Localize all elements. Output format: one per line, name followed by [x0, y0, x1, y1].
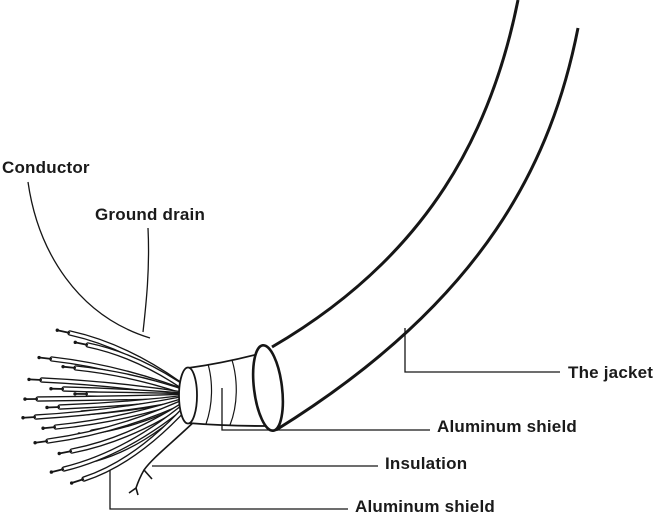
conductor-tip-end	[23, 397, 27, 401]
conductor-tip	[38, 356, 53, 360]
conductor-tip-end	[73, 392, 77, 396]
label-conductor: Conductor	[2, 158, 90, 177]
conductor-tip	[59, 450, 73, 455]
cable-jacket-outline	[271, 0, 580, 432]
leader-ground-drain	[142, 227, 150, 333]
conductor-tip-end	[61, 364, 65, 369]
leader-lines	[27, 181, 560, 510]
conductor-tip	[51, 468, 65, 473]
conductor-tip	[57, 329, 71, 334]
label-ground-drain: Ground drain	[95, 205, 206, 224]
conductor-tip-end	[69, 481, 74, 485]
jacket-edge-bottom	[275, 27, 580, 432]
shield-end-face	[178, 366, 198, 425]
conductor-tip	[71, 478, 85, 484]
shield-wrap-line	[229, 359, 237, 426]
conductor-tip-end	[49, 386, 53, 391]
conductor-tip	[75, 341, 89, 346]
conductor-tip	[62, 365, 77, 369]
conductor-tip-end	[49, 470, 54, 474]
label-jacket: The jacket	[568, 363, 654, 382]
leader-aluminum-shield-lower	[109, 470, 348, 510]
conductor-tip-end	[55, 328, 60, 332]
shield-wrap-line	[205, 363, 213, 425]
jacket-cut-face	[251, 343, 285, 433]
conductor-tip	[42, 426, 57, 430]
conductor-tip-end	[27, 377, 31, 382]
conductor-tip-end	[73, 340, 77, 345]
label-aluminum-shield-lower: Aluminum shield	[355, 497, 495, 516]
jacket-edge-top	[271, 0, 520, 349]
label-aluminum-shield-upper: Aluminum shield	[437, 417, 577, 436]
conductor-tip	[34, 440, 49, 444]
conductor-tip-end	[21, 416, 25, 420]
label-insulation: Insulation	[385, 454, 468, 473]
conductor-tip-end	[45, 405, 49, 410]
leader-conductor	[27, 181, 151, 339]
conductor-tip-end	[33, 441, 37, 445]
conductor-tip-end	[37, 355, 41, 360]
conductor-tip-end	[57, 451, 61, 456]
conductor-tip	[28, 378, 43, 381]
leader-aluminum-shield-upper	[221, 388, 430, 431]
conductor-tip-end	[41, 426, 45, 430]
ground-drain-wire	[128, 413, 203, 496]
leader-jacket	[404, 328, 560, 373]
conductor-tip	[22, 416, 37, 419]
